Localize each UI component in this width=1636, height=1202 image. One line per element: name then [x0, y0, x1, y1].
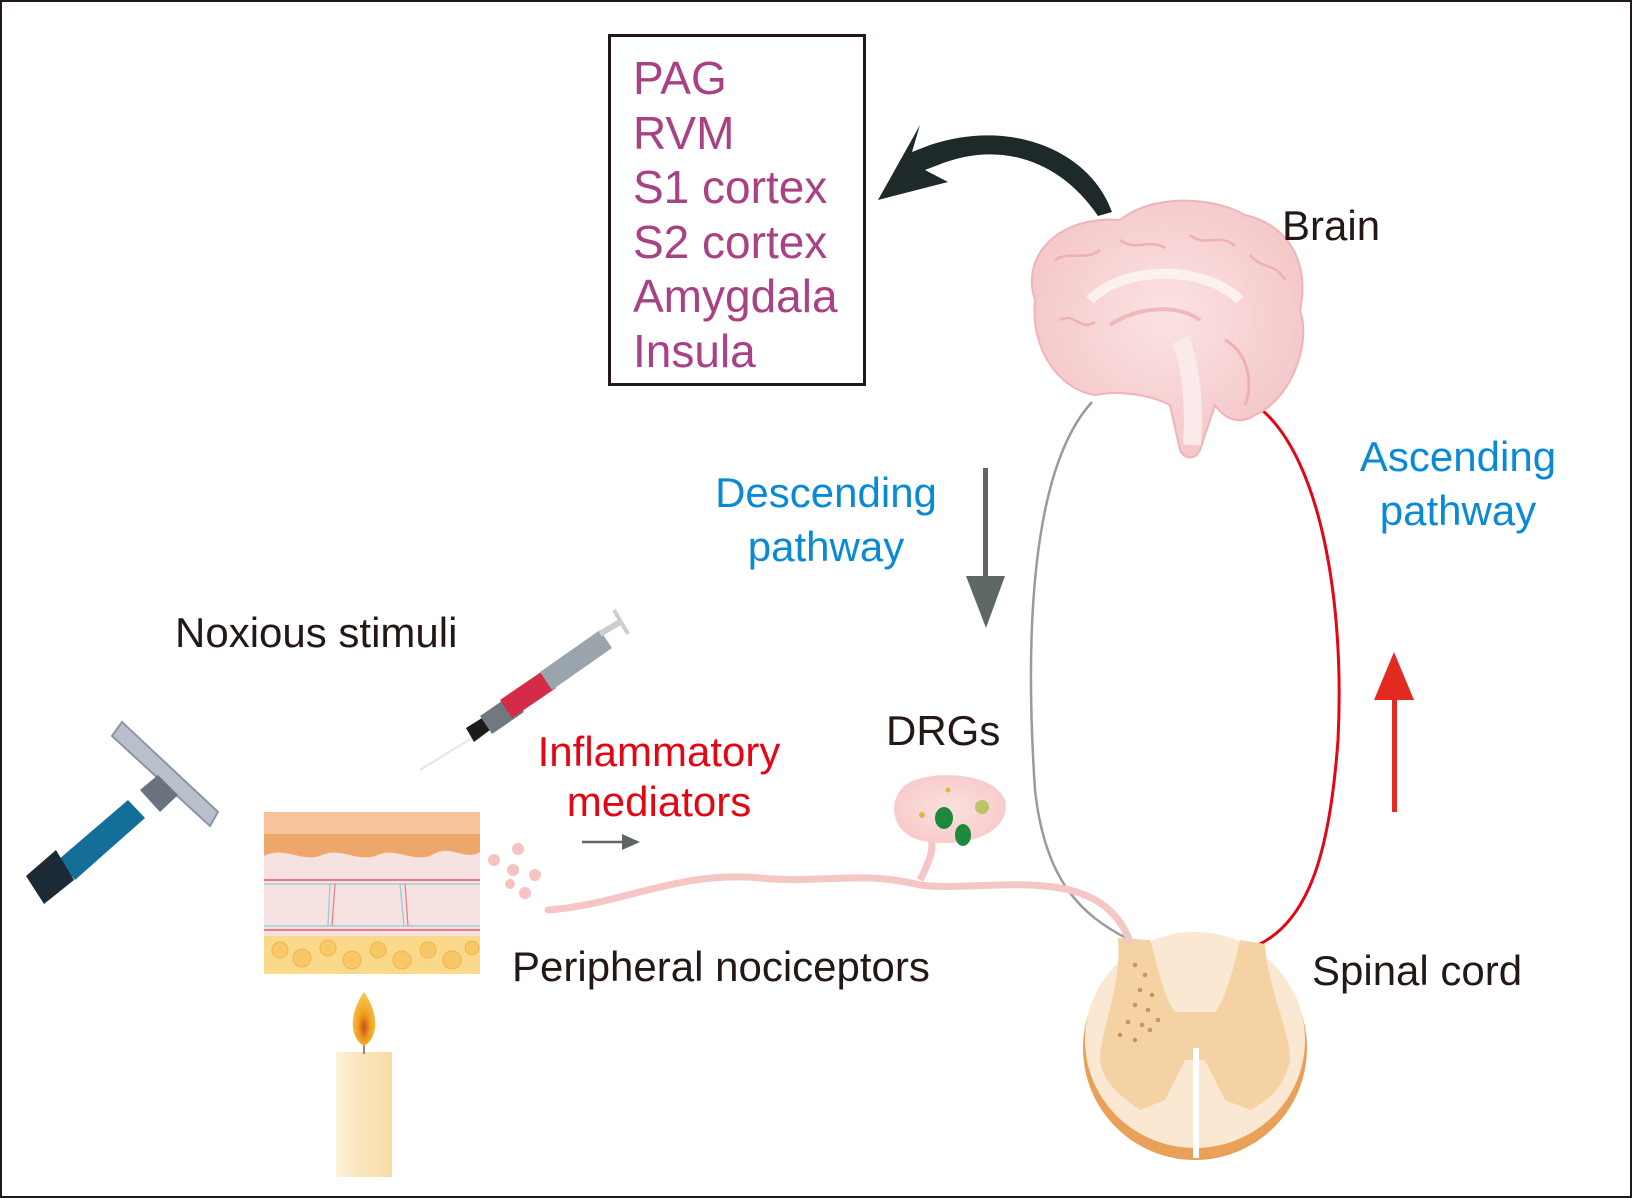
ascending-pathway-line — [1257, 408, 1341, 947]
syringe-icon — [419, 608, 630, 771]
descending-label-line2: pathway — [747, 523, 905, 570]
noxious-stimuli-label: Noxious stimuli — [175, 609, 458, 656]
ascending-arrow-icon — [1374, 652, 1414, 812]
skin-icon — [264, 812, 480, 974]
brain-regions-list: PAG RVM S1 cortex S2 cortex Amygdala Ins… — [633, 51, 838, 378]
inflammatory-mediators-label: Inflammatory mediators — [514, 727, 804, 827]
nociceptor-fiber — [544, 873, 1134, 946]
spinal-cord-icon — [1083, 932, 1307, 1160]
hammer-icon — [26, 720, 220, 904]
ascending-pathway-label: Ascending pathway — [1340, 430, 1576, 538]
ascending-label-line2: pathway — [1379, 487, 1537, 534]
region-item: S1 cortex — [633, 161, 828, 213]
region-item: Amygdala — [633, 270, 838, 322]
mediator-particles — [488, 843, 541, 899]
descending-pathway-line — [1029, 401, 1131, 942]
candle-icon — [336, 992, 392, 1177]
inflammatory-label-line2: mediators — [566, 778, 752, 825]
region-item: PAG — [633, 52, 727, 104]
inflammatory-label-line1: Inflammatory — [537, 728, 781, 775]
peripheral-nociceptors-label: Peripheral nociceptors — [512, 943, 930, 990]
region-item: S2 cortex — [633, 215, 828, 268]
region-item: RVM — [633, 106, 735, 159]
mediator-arrow-icon — [582, 834, 640, 850]
descending-label-line1: Descending — [715, 469, 937, 516]
region-item: Insula — [633, 324, 756, 377]
drg-icon — [894, 775, 1006, 846]
descending-pathway-label: Descending pathway — [696, 466, 956, 574]
drgs-label: DRGs — [886, 707, 1001, 754]
brain-icon — [1030, 199, 1305, 459]
projection-arrow-icon — [878, 125, 1112, 216]
ascending-label-line1: Ascending — [1359, 433, 1557, 480]
brain-label: Brain — [1282, 202, 1381, 249]
brain-regions-box: PAG RVM S1 cortex S2 cortex Amygdala Ins… — [608, 34, 866, 386]
spinal-cord-label: Spinal cord — [1312, 947, 1523, 994]
descending-arrow-icon — [966, 468, 1005, 628]
